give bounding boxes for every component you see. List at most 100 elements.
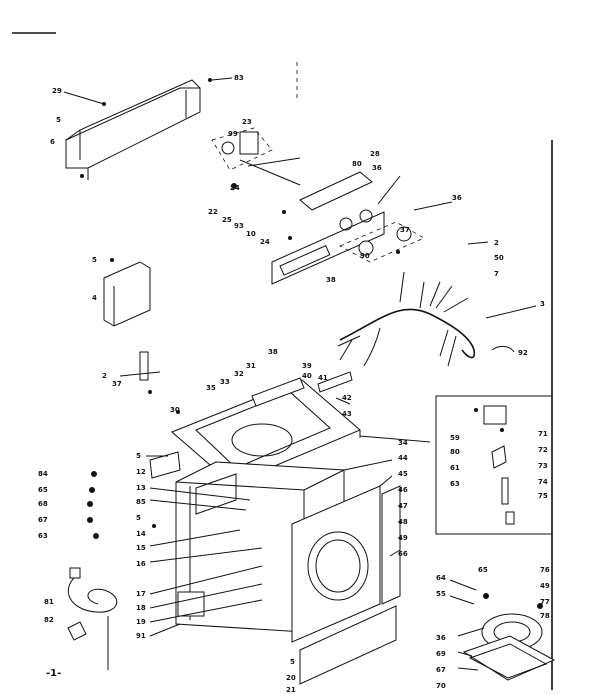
wire-harness xyxy=(337,271,515,367)
callout: 31 xyxy=(246,362,256,370)
callout: 61 xyxy=(450,464,460,472)
callout: 84 xyxy=(38,470,48,478)
callout: 20 xyxy=(286,674,296,682)
callout: 48 xyxy=(398,518,408,526)
callout: 74 xyxy=(538,478,548,486)
timer-assembly xyxy=(211,127,301,189)
callout: 37 xyxy=(400,226,410,234)
callout: 38 xyxy=(268,348,278,356)
callout: 49 xyxy=(540,582,550,590)
hinge-part xyxy=(119,351,161,394)
callout: 36 xyxy=(452,194,462,202)
pump-assembly xyxy=(462,593,556,681)
callout: 19 xyxy=(136,618,146,626)
callout: 43 xyxy=(342,410,352,418)
callout: 76 xyxy=(540,566,550,574)
callout: 69 xyxy=(436,650,446,658)
callout: 17 xyxy=(136,590,146,598)
callout: 46 xyxy=(398,486,408,494)
callout: 65 xyxy=(478,566,488,574)
knob-group xyxy=(339,221,425,263)
power-cord xyxy=(67,567,118,670)
callout: 36 xyxy=(436,634,446,642)
callout: 41 xyxy=(318,374,328,382)
callout: 29 xyxy=(52,87,62,95)
callout: 81 xyxy=(44,598,54,606)
callout: 16 xyxy=(136,560,146,568)
callout: 2 xyxy=(494,239,499,247)
callout: 25 xyxy=(222,216,232,224)
callout: 21 xyxy=(286,686,296,694)
callout: 64 xyxy=(436,574,446,582)
callout: 63 xyxy=(450,480,460,488)
callout: 92 xyxy=(518,349,528,357)
callout: 70 xyxy=(436,682,446,690)
callout: 28 xyxy=(370,150,380,158)
callout: 50 xyxy=(494,254,504,262)
callout: 14 xyxy=(136,530,146,538)
callout: 18 xyxy=(136,604,146,612)
callout: 33 xyxy=(220,378,230,386)
callout: 3 xyxy=(540,300,545,308)
leader-lines xyxy=(63,77,537,671)
callout: 63 xyxy=(38,532,48,540)
callout: 24 xyxy=(260,238,270,246)
callout: 47 xyxy=(398,502,408,510)
callout: 32 xyxy=(234,370,244,378)
callout: 23 xyxy=(242,118,252,126)
bracket-part xyxy=(103,258,151,327)
callout: 39 xyxy=(302,362,312,370)
callout: 91 xyxy=(136,632,146,640)
callout: 93 xyxy=(234,222,244,230)
callout: 22 xyxy=(208,208,218,216)
callout: 40 xyxy=(302,372,312,380)
callout: 80 xyxy=(352,160,362,168)
callout: 5 xyxy=(136,514,141,522)
callout: 55 xyxy=(436,590,446,598)
callout: 44 xyxy=(398,454,408,462)
callout: 65 xyxy=(38,486,48,494)
callout: 67 xyxy=(38,516,48,524)
callout: 49 xyxy=(398,534,408,542)
callout: 67 xyxy=(436,666,446,674)
callout: 24 xyxy=(230,184,240,192)
callout: 99 xyxy=(228,130,238,138)
callout: 13 xyxy=(136,484,146,492)
console-backsplash xyxy=(65,78,212,180)
callout: 75 xyxy=(538,492,548,500)
callout: 66 xyxy=(398,550,408,558)
callout: 72 xyxy=(538,446,548,454)
callout: 45 xyxy=(398,470,408,478)
control-panel xyxy=(271,171,385,285)
callout: 37 xyxy=(112,380,122,388)
callout: 73 xyxy=(538,462,548,470)
callout: 15 xyxy=(136,544,146,552)
callout: 10 xyxy=(246,230,256,238)
callout: 5 xyxy=(290,658,295,666)
callout: 78 xyxy=(540,612,550,620)
callout: 36 xyxy=(372,164,382,172)
callout: 82 xyxy=(44,616,54,624)
callout: 80 xyxy=(450,448,460,456)
callout: 83 xyxy=(234,74,244,82)
callout: 6 xyxy=(50,138,55,146)
fastener-parts xyxy=(87,410,181,539)
callout: 35 xyxy=(206,384,216,392)
callout: 30 xyxy=(170,406,180,414)
callout: 34 xyxy=(398,439,408,447)
callout: 59 xyxy=(450,434,460,442)
callout: 7 xyxy=(494,270,499,278)
callout: 71 xyxy=(538,430,548,438)
callout: 12 xyxy=(136,468,146,476)
callout: 77 xyxy=(540,598,550,606)
inset-detail-box xyxy=(435,395,553,535)
callout: 85 xyxy=(136,498,146,506)
callout: 42 xyxy=(342,394,352,402)
callout: 5 xyxy=(92,256,97,264)
callout: 2 xyxy=(102,372,107,380)
page-number: -1- xyxy=(46,668,61,679)
callout-labels: 29 5 6 83 23 99 28 80 36 24 22 25 93 10 … xyxy=(38,74,550,694)
callout: 5 xyxy=(136,452,141,460)
callout: 90 xyxy=(360,252,370,260)
